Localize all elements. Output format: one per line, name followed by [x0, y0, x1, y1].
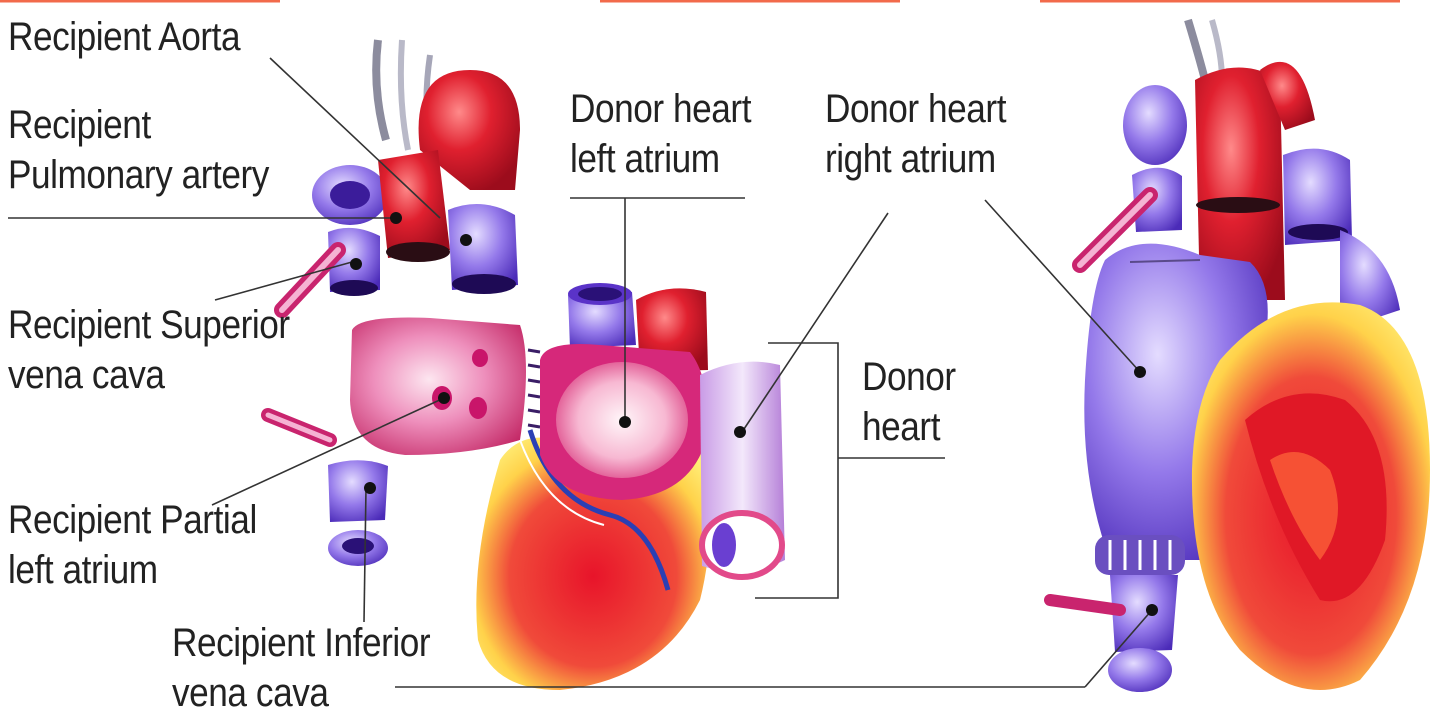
label-recipient-superior-vena-cava: Recipient Superior vena cava [8, 300, 290, 400]
label-donor-left-atrium-line1: Donor heart [570, 84, 751, 134]
label-recipient-superior-vena-cava-line1: Recipient Superior [8, 300, 290, 350]
completed-transplant-group [1050, 20, 1430, 692]
label-recipient-partial-left-atrium: Recipient Partial left atrium [8, 495, 257, 595]
label-recipient-inferior-vena-cava: Recipient Inferior vena cava [172, 618, 430, 718]
recipient-ivc-stump [328, 460, 388, 522]
label-recipient-aorta-line1: Recipient Aorta [8, 12, 240, 62]
label-recipient-partial-left-atrium-line1: Recipient Partial [8, 495, 257, 545]
label-recipient-superior-vena-cava-line2: vena cava [8, 350, 290, 400]
label-donor-left-atrium-line2: left atrium [570, 134, 751, 184]
label-recipient-aorta: Recipient Aorta [8, 12, 240, 62]
recipient-aorta-stump [378, 150, 450, 258]
label-donor-heart-line2: heart [862, 402, 956, 452]
label-recipient-pulmonary-artery-line2: Pulmonary artery [8, 150, 269, 200]
label-recipient-inferior-vena-cava-line2: vena cava [172, 668, 430, 718]
label-donor-right-atrium-line1: Donor heart [825, 84, 1006, 134]
label-recipient-pulmonary-artery: Recipient Pulmonary artery [8, 100, 269, 200]
label-recipient-pulmonary-artery-line1: Recipient [8, 100, 269, 150]
label-donor-heart: Donor heart [862, 352, 956, 452]
label-recipient-inferior-vena-cava-line1: Recipient Inferior [172, 618, 430, 668]
label-recipient-partial-left-atrium-line2: left atrium [8, 545, 257, 595]
recipient-partial-left-atrium [350, 318, 526, 456]
label-donor-right-atrium: Donor heart right atrium [825, 84, 1006, 184]
label-donor-heart-line1: Donor [862, 352, 956, 402]
label-donor-right-atrium-line2: right atrium [825, 134, 1006, 184]
label-donor-left-atrium: Donor heart left atrium [570, 84, 751, 184]
